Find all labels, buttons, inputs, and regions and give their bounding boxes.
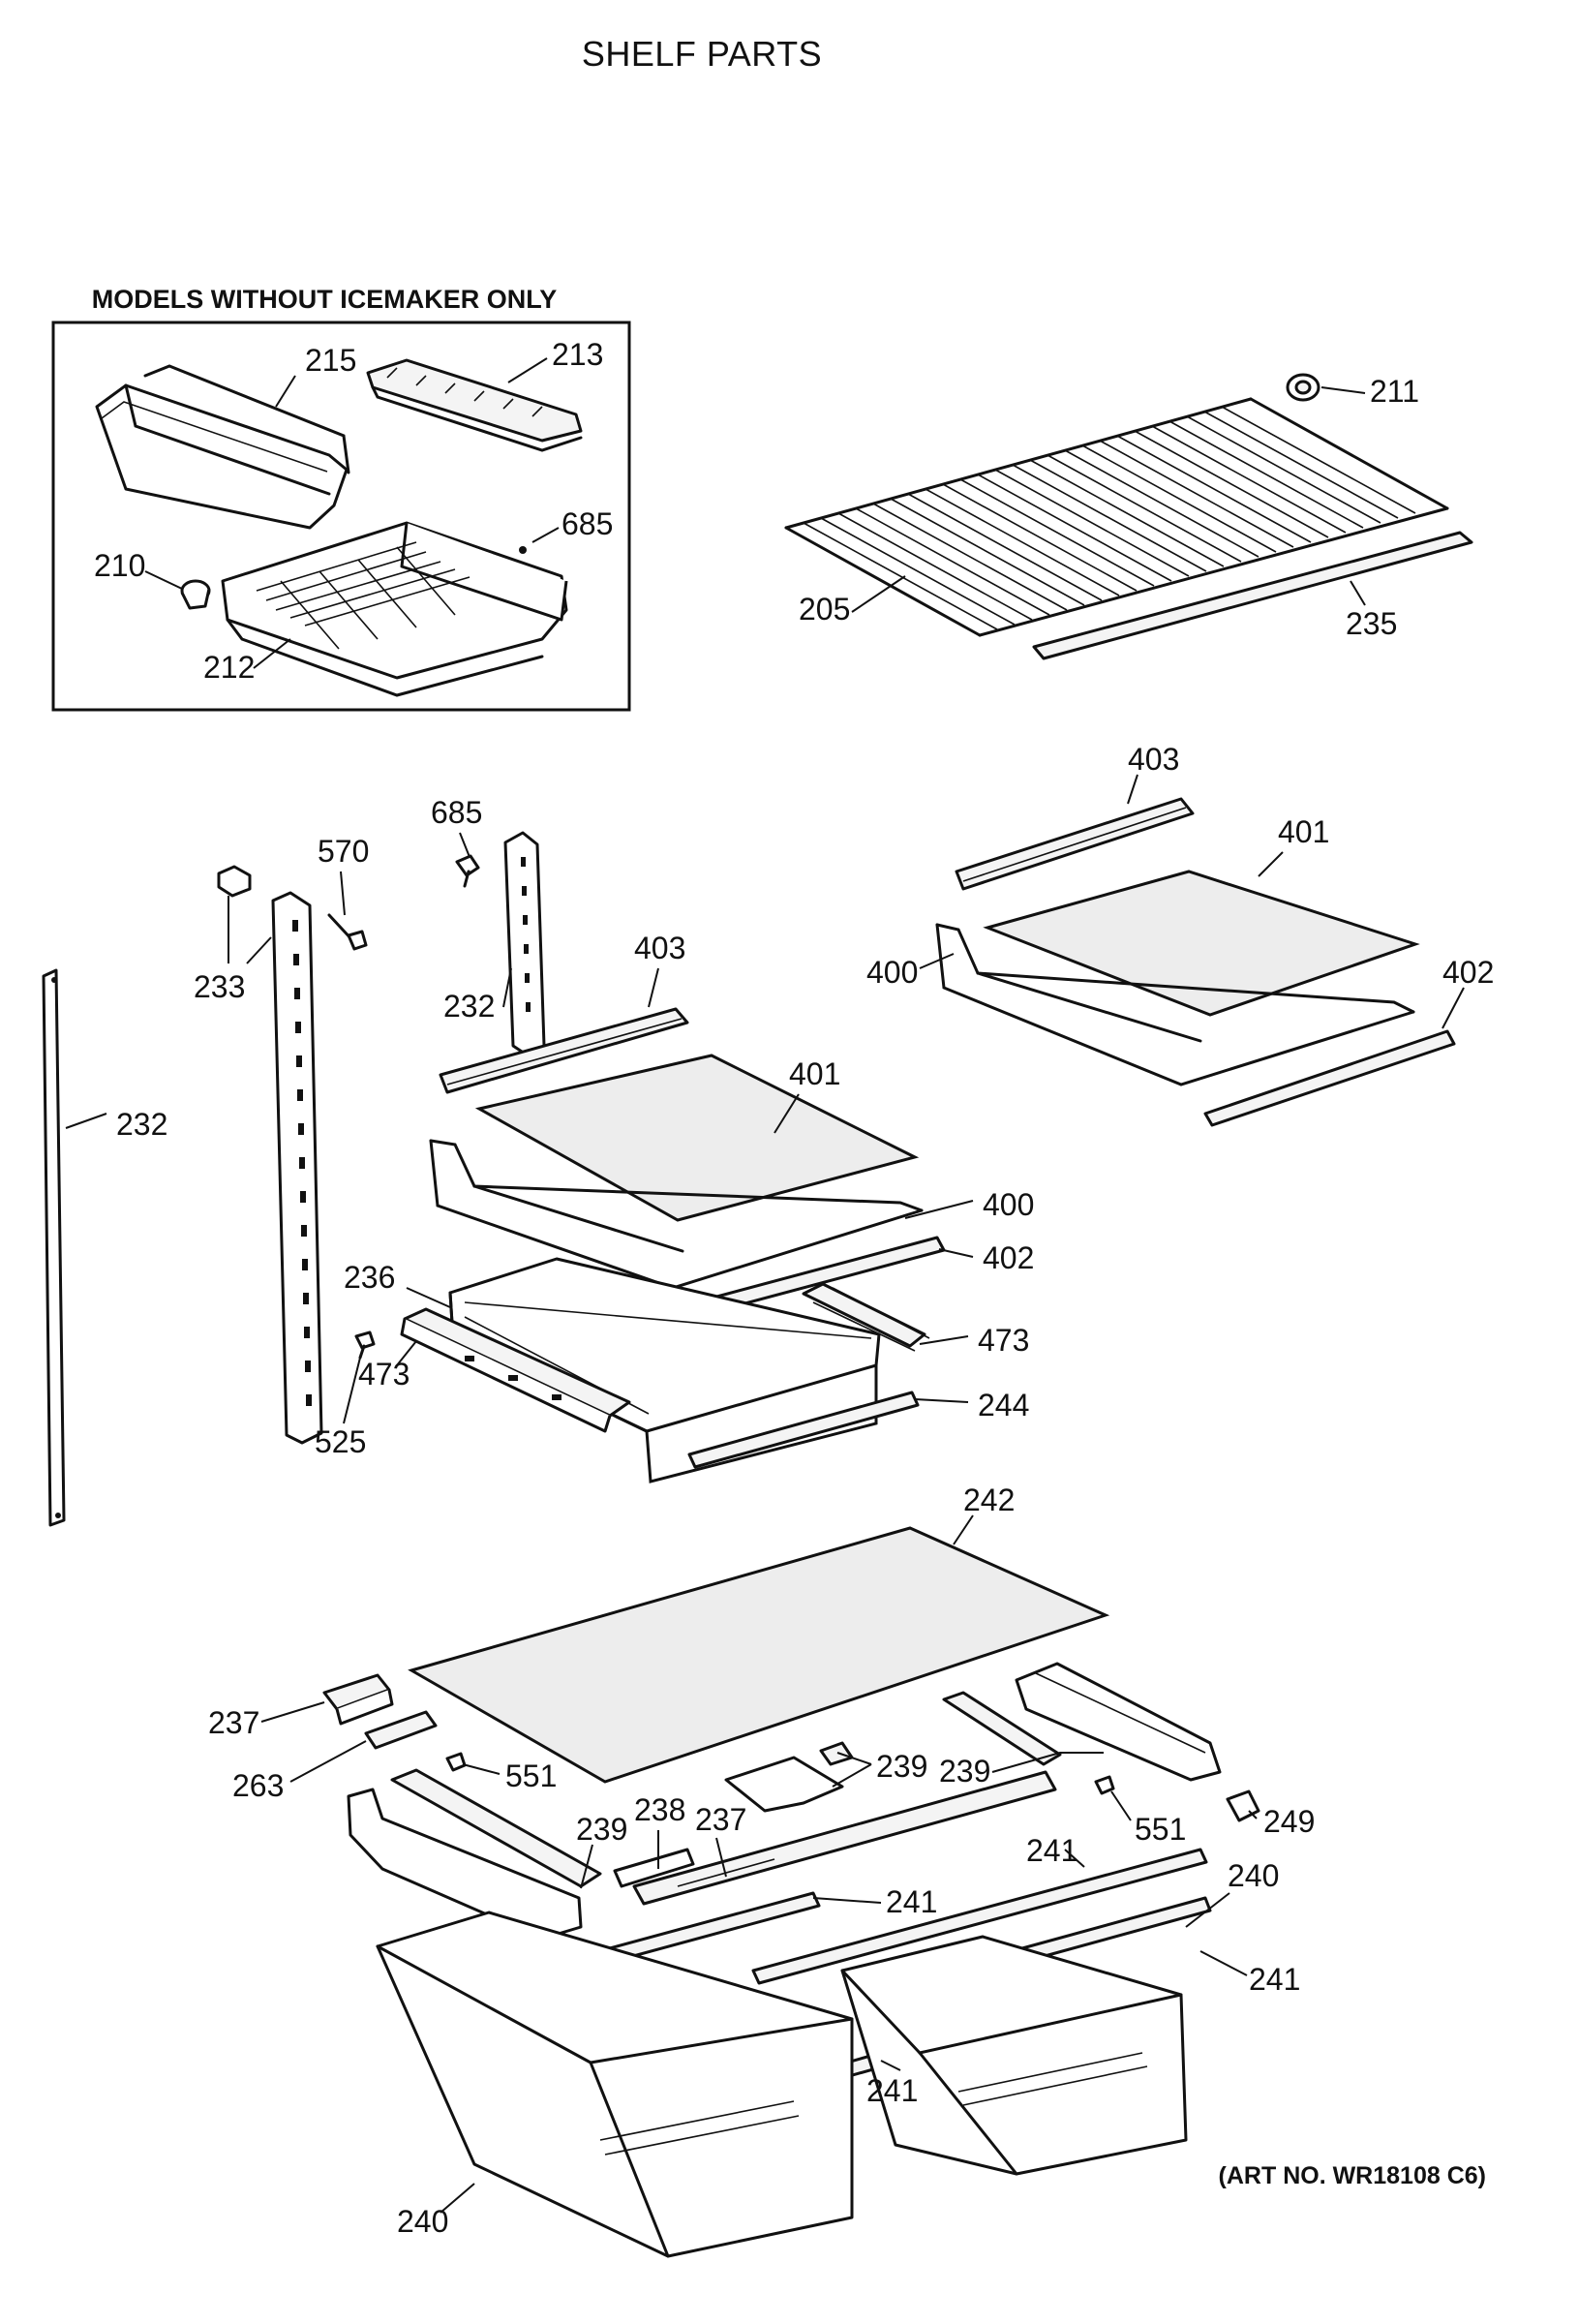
callout-244: 244 — [978, 1388, 1029, 1422]
page-title: SHELF PARTS — [582, 34, 822, 74]
callout-249: 249 — [1263, 1804, 1315, 1839]
part-211-bushing — [1286, 373, 1320, 402]
leader-lines — [65, 357, 1465, 2214]
callout-205: 205 — [799, 592, 850, 627]
callout-232-center: 232 — [443, 989, 495, 1024]
part-402-trim-right — [1203, 1029, 1456, 1127]
callout-400-right: 400 — [866, 955, 918, 990]
inset-title: MODELS WITHOUT ICEMAKER ONLY — [92, 285, 558, 314]
callout-237-left: 237 — [208, 1705, 259, 1740]
part-400-frame-right — [935, 923, 1415, 1086]
callout-211: 211 — [1370, 374, 1419, 409]
part-233-bracket — [217, 865, 252, 898]
part-473-rail-left — [400, 1307, 631, 1433]
callout-239-right: 239 — [939, 1754, 990, 1789]
callout-242: 242 — [963, 1483, 1015, 1517]
part-240-drawer-left — [376, 1911, 854, 2258]
part-403-trim-center — [439, 1007, 689, 1094]
callout-401-center: 401 — [789, 1056, 840, 1091]
part-210-knob — [180, 579, 211, 610]
part-401-glass-center — [474, 1054, 920, 1222]
callout-685-inset: 685 — [561, 506, 613, 541]
callout-525: 525 — [315, 1424, 366, 1459]
callout-labels: 215 213 685 210 212 211 205 235 403 401 … — [94, 337, 1494, 2239]
callout-402-center: 402 — [983, 1240, 1034, 1275]
part-237-channel — [632, 1770, 1057, 1906]
part-215-ice-bin — [95, 364, 350, 530]
callout-551-right: 551 — [1135, 1812, 1186, 1847]
callout-473-left: 473 — [358, 1357, 410, 1391]
part-242-glass-cover — [408, 1526, 1110, 1784]
callout-237-center: 237 — [695, 1802, 746, 1837]
callout-402-right: 402 — [1442, 955, 1494, 990]
callout-241-middle: 241 — [886, 1884, 937, 1919]
callout-232-left: 232 — [116, 1107, 167, 1142]
part-551-screw-right — [1094, 1775, 1115, 1795]
callout-570: 570 — [318, 834, 369, 869]
part-232-slotted-upright — [271, 891, 323, 1445]
part-400-frame-center — [429, 1139, 924, 1290]
callout-210: 210 — [94, 548, 145, 583]
callout-233: 233 — [194, 969, 245, 1004]
callout-239-center: 239 — [876, 1749, 927, 1784]
callout-212: 212 — [203, 650, 255, 685]
part-239-slide-right — [942, 1691, 1062, 1766]
part-212-ice-server — [221, 521, 568, 697]
callout-551-left: 551 — [505, 1758, 557, 1793]
callout-215: 215 — [305, 343, 356, 378]
callout-240-left: 240 — [397, 2204, 448, 2239]
callout-263: 263 — [232, 1768, 284, 1803]
part-right-side-rail — [1015, 1662, 1222, 1782]
part-473-rail-right — [802, 1282, 930, 1352]
callout-238: 238 — [634, 1792, 685, 1827]
part-235-trim — [1032, 531, 1473, 660]
callout-213: 213 — [552, 337, 603, 372]
part-232-center-upright — [503, 831, 546, 1057]
part-551-screw-left — [445, 1752, 467, 1772]
part-401-glass-right — [983, 870, 1420, 1017]
callout-239-left: 239 — [576, 1812, 627, 1847]
callout-403-center: 403 — [634, 931, 685, 965]
part-237-bracket-left — [322, 1673, 394, 1726]
part-213-ice-tray — [366, 358, 583, 452]
part-244-trim — [687, 1391, 920, 1469]
callout-403-right: 403 — [1128, 742, 1179, 777]
part-685-screw-inset — [519, 546, 527, 554]
callout-235: 235 — [1346, 606, 1397, 641]
art-number: (ART NO. WR18108 C6) — [1219, 2162, 1486, 2189]
callout-241-lower: 241 — [866, 2073, 918, 2108]
callout-400-center: 400 — [983, 1187, 1034, 1222]
callout-685: 685 — [431, 795, 482, 830]
part-403-trim-right — [955, 797, 1195, 891]
callout-240-right: 240 — [1228, 1858, 1279, 1893]
callout-236: 236 — [344, 1260, 395, 1295]
callout-473-right: 473 — [978, 1323, 1029, 1358]
part-238-cover — [613, 1848, 695, 1888]
part-570-screw — [327, 913, 368, 951]
part-263-bracket — [364, 1710, 438, 1750]
part-232-left-rail — [42, 968, 66, 1527]
callout-401-right: 401 — [1278, 814, 1329, 849]
part-239-slide-center — [724, 1741, 854, 1813]
part-240-drawer-right — [840, 1935, 1188, 2176]
callout-241-upper: 241 — [1026, 1833, 1077, 1868]
part-left-side-rail — [347, 1768, 602, 1941]
part-205-wire-shelf — [784, 397, 1449, 637]
inset-box — [51, 321, 631, 712]
part-525-screw — [354, 1330, 376, 1360]
callout-241-right: 241 — [1249, 1962, 1300, 1997]
part-685-screw — [455, 854, 480, 888]
